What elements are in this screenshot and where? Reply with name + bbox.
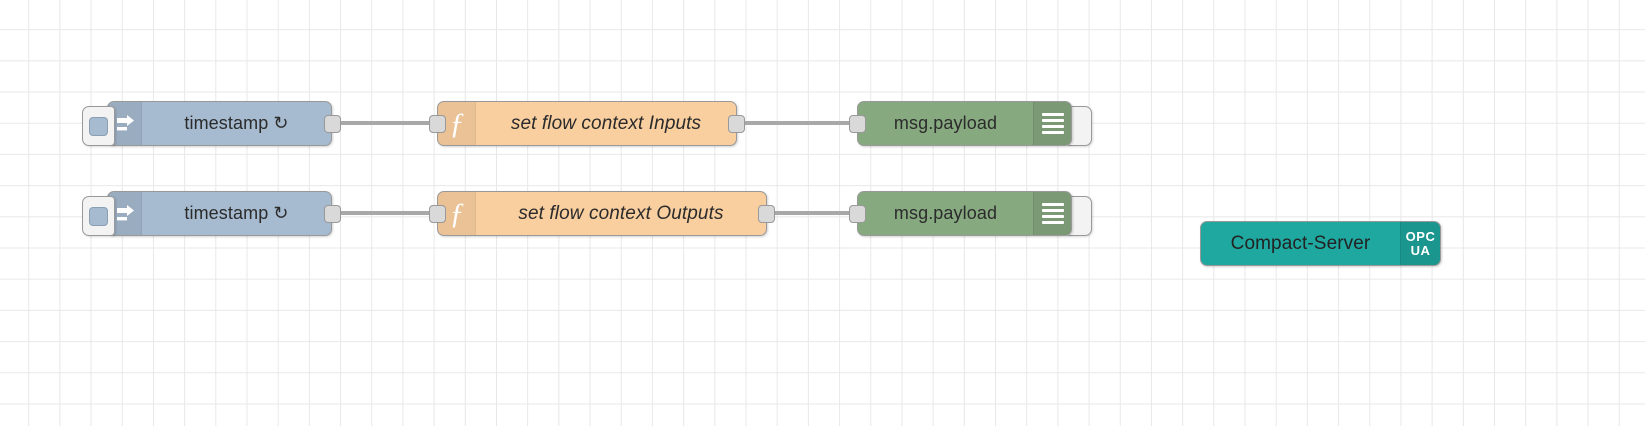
svg-text:ƒ: ƒ: [449, 109, 464, 139]
debug-node-label-inputs: msg.payload: [893, 113, 998, 133]
function-output-port-outputs[interactable]: [758, 205, 775, 223]
function-node-body-outputs[interactable]: ƒ set flow context Outputs: [437, 191, 767, 236]
wire-function-to-debug-outputs: [768, 211, 858, 215]
inject-node-outputs[interactable]: timestamp ↻: [82, 191, 341, 236]
debug-node-label-outputs: msg.payload: [893, 203, 998, 223]
inject-node-body-inputs[interactable]: timestamp ↻: [107, 101, 332, 146]
wire-function-to-debug-inputs: [738, 121, 858, 125]
inject-node-label-outputs: timestamp ↻: [184, 203, 289, 223]
inject-node-label-inputs: timestamp ↻: [184, 113, 289, 133]
opc-ua-icon: OPC UA: [1400, 222, 1440, 265]
svg-text:ƒ: ƒ: [449, 199, 464, 229]
function-node-outputs[interactable]: ƒ set flow context Outputs: [429, 191, 775, 236]
inject-trigger-button-outputs[interactable]: [82, 196, 115, 236]
function-input-port-inputs[interactable]: [429, 115, 446, 133]
debug-node-inputs[interactable]: msg.payload: [849, 101, 1092, 146]
function-node-label-outputs: set flow context Outputs: [518, 202, 724, 224]
debug-input-port-outputs[interactable]: [849, 205, 866, 223]
function-node-body-inputs[interactable]: ƒ set flow context Inputs: [437, 101, 737, 146]
inject-button-square-icon: [89, 116, 108, 136]
opcua-server-node[interactable]: Compact-Server OPC UA: [1200, 221, 1441, 266]
function-f-icon: ƒ: [438, 192, 476, 235]
inject-node-inputs[interactable]: timestamp ↻: [82, 101, 341, 146]
debug-bars-icon: [1033, 192, 1071, 235]
inject-node-body-outputs[interactable]: timestamp ↻: [107, 191, 332, 236]
wire-inject-to-function-outputs: [334, 211, 436, 215]
inject-trigger-button[interactable]: [82, 106, 115, 146]
debug-node-outputs[interactable]: msg.payload: [849, 191, 1092, 236]
opc-ua-badge-line1: OPC: [1405, 228, 1436, 244]
function-node-inputs[interactable]: ƒ set flow context Inputs: [429, 101, 745, 146]
opcua-server-label: Compact-Server: [1230, 232, 1371, 254]
function-node-label-inputs: set flow context Inputs: [510, 112, 702, 134]
opc-ua-badge-line2: UA: [1410, 242, 1431, 258]
inject-output-port-outputs[interactable]: [324, 205, 341, 223]
wire-inject-to-function-inputs: [334, 121, 436, 125]
debug-node-body-outputs[interactable]: msg.payload: [857, 191, 1072, 236]
inject-button-square-icon: [89, 206, 108, 226]
function-input-port-outputs[interactable]: [429, 205, 446, 223]
debug-bars-icon: [1033, 102, 1071, 145]
debug-input-port-inputs[interactable]: [849, 115, 866, 133]
inject-output-port-inputs[interactable]: [324, 115, 341, 133]
function-output-port-inputs[interactable]: [728, 115, 745, 133]
debug-node-body-inputs[interactable]: msg.payload: [857, 101, 1072, 146]
